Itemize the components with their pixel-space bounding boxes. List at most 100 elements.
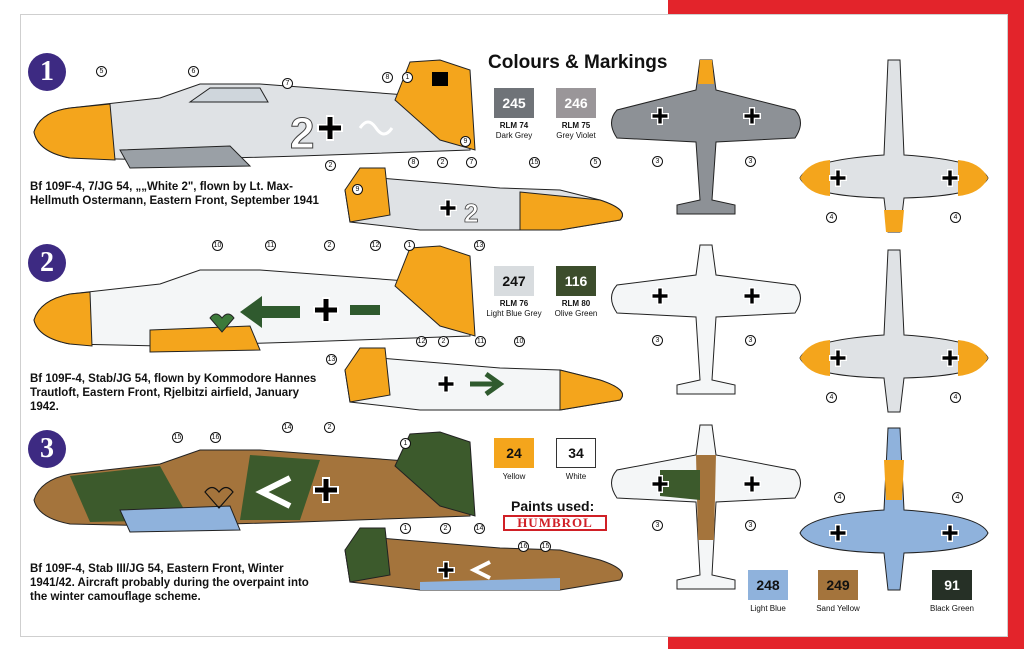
callout-marker: 1 bbox=[402, 72, 413, 83]
swatch-code: 116 bbox=[564, 273, 588, 289]
callout-marker: 3 bbox=[652, 335, 663, 346]
swatch-code: 249 bbox=[826, 577, 850, 593]
scheme-number-1: 1 bbox=[28, 53, 66, 91]
callout-marker: 2 bbox=[438, 336, 449, 347]
scheme-3-top-view bbox=[611, 424, 801, 590]
swatch-code: 246 bbox=[564, 95, 588, 111]
scheme-2-side-profile-small bbox=[344, 347, 623, 411]
callout-marker: 3 bbox=[745, 156, 756, 167]
callout-marker: 16 bbox=[210, 432, 221, 443]
callout-marker: 12 bbox=[416, 336, 427, 347]
callout-marker: 11 bbox=[265, 240, 276, 251]
callout-marker: 2 bbox=[437, 157, 448, 168]
callout-marker: 4 bbox=[834, 492, 845, 503]
scheme-2-side-profile bbox=[33, 245, 476, 353]
callout-marker: 15 bbox=[172, 432, 183, 443]
swatch-desc: Yellow bbox=[502, 472, 526, 481]
callout-marker: 1 bbox=[400, 438, 411, 449]
swatch-desc: Black Green bbox=[929, 604, 975, 613]
scheme-1-bottom-view bbox=[799, 59, 989, 233]
swatch-desc: Sand Yellow bbox=[816, 604, 860, 613]
callout-marker: 6 bbox=[188, 66, 199, 77]
scheme-number-3: 3 bbox=[28, 430, 66, 468]
callout-marker: 2 bbox=[325, 160, 336, 171]
callout-marker: 4 bbox=[826, 212, 837, 223]
scheme-1-top-view bbox=[611, 59, 801, 215]
callout-marker: 3 bbox=[745, 335, 756, 346]
callout-marker: 4 bbox=[950, 392, 961, 403]
swatch-24-label: Yellow bbox=[474, 472, 554, 482]
scheme-3-caption: Bf 109F-4, Stab III/JG 54, Eastern Front… bbox=[30, 563, 309, 603]
callout-marker: 14 bbox=[474, 523, 485, 534]
page-title: Colours & Markings bbox=[488, 52, 668, 73]
callout-marker: 1 bbox=[404, 240, 415, 251]
svg-text:2: 2 bbox=[464, 198, 478, 228]
swatch-code: 24 bbox=[506, 445, 522, 461]
swatch-code: 247 bbox=[502, 273, 526, 289]
swatch-248-label: Light Blue bbox=[728, 604, 808, 614]
callout-marker: 13 bbox=[326, 354, 337, 365]
swatch-248: 248 bbox=[748, 570, 788, 600]
callout-marker: 10 bbox=[212, 240, 223, 251]
swatch-desc: Olive Green bbox=[554, 309, 598, 318]
callout-marker: 9 bbox=[460, 136, 471, 147]
swatch-name: RLM 74 bbox=[499, 121, 529, 130]
callout-marker: 14 bbox=[282, 422, 293, 433]
callout-marker: 5 bbox=[590, 157, 601, 168]
scheme-1-side-profile: 2 bbox=[33, 59, 476, 169]
swatch-name: RLM 76 bbox=[499, 299, 529, 308]
callout-marker: 5 bbox=[96, 66, 107, 77]
callout-marker: 8 bbox=[382, 72, 393, 83]
callout-marker: 2 bbox=[440, 523, 451, 534]
swatch-desc: White bbox=[565, 472, 587, 481]
callout-marker: 4 bbox=[826, 392, 837, 403]
swatch-249: 249 bbox=[818, 570, 858, 600]
callout-marker: 10 bbox=[514, 336, 525, 347]
callout-marker: 16 bbox=[518, 541, 529, 552]
scheme-3-bottom-view bbox=[799, 427, 989, 591]
scheme-1-side-profile-small: 2 bbox=[344, 167, 623, 231]
swatch-116: 116 bbox=[556, 266, 596, 296]
callout-marker: 9 bbox=[352, 184, 363, 195]
callout-marker: 4 bbox=[950, 212, 961, 223]
swatch-name: RLM 75 bbox=[561, 121, 591, 130]
swatch-246: 246 bbox=[556, 88, 596, 118]
callout-marker: 3 bbox=[652, 156, 663, 167]
swatch-code: 91 bbox=[944, 577, 960, 593]
swatch-247: 247 bbox=[494, 266, 534, 296]
swatch-91-label: Black Green bbox=[912, 604, 992, 614]
scheme-3-side-profile bbox=[33, 431, 476, 533]
svg-text:2: 2 bbox=[290, 109, 314, 158]
callout-marker: 11 bbox=[475, 336, 486, 347]
callout-marker: 3 bbox=[745, 520, 756, 531]
callout-marker: 1 bbox=[400, 523, 411, 534]
swatch-name: RLM 80 bbox=[561, 299, 591, 308]
swatch-91: 91 bbox=[932, 570, 972, 600]
callout-marker: 2 bbox=[324, 240, 335, 251]
callout-marker: 7 bbox=[282, 78, 293, 89]
swatch-desc: Light Blue bbox=[750, 604, 786, 613]
callout-marker: 12 bbox=[370, 240, 381, 251]
swatch-249-label: Sand Yellow bbox=[798, 604, 878, 614]
callout-marker: 15 bbox=[529, 157, 540, 168]
humbrol-logo: HUMBROL bbox=[503, 515, 607, 531]
swatch-code: 248 bbox=[756, 577, 780, 593]
callout-marker: 13 bbox=[474, 240, 485, 251]
scheme-2-bottom-view bbox=[799, 249, 989, 413]
swatch-code: 34 bbox=[568, 445, 584, 461]
callout-marker: 3 bbox=[652, 520, 663, 531]
paints-used-label: Paints used: bbox=[511, 498, 595, 514]
scheme-2-caption: Bf 109F-4, Stab/JG 54, flown by Kommodor… bbox=[30, 373, 317, 413]
swatch-34: 34 bbox=[556, 438, 596, 468]
swatch-code: 245 bbox=[502, 95, 526, 111]
swatch-desc: Light Blue Grey bbox=[486, 309, 542, 318]
swatch-245: 245 bbox=[494, 88, 534, 118]
swatch-desc: Grey Violet bbox=[556, 131, 596, 140]
callout-marker: 4 bbox=[952, 492, 963, 503]
callout-marker: 7 bbox=[466, 157, 477, 168]
